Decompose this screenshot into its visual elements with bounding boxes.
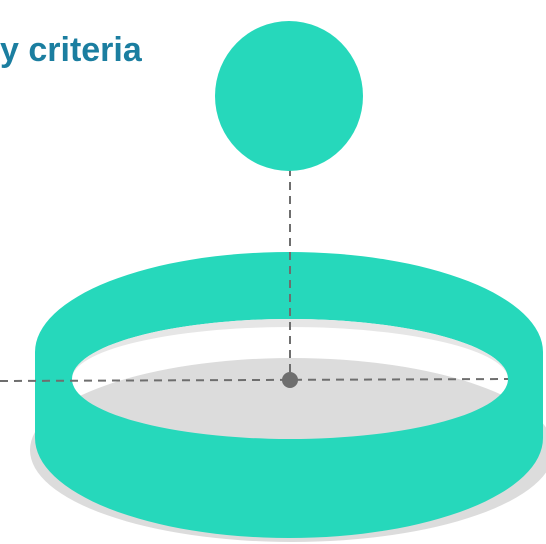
center-dot <box>282 372 298 388</box>
top-circle-marker <box>215 21 363 171</box>
